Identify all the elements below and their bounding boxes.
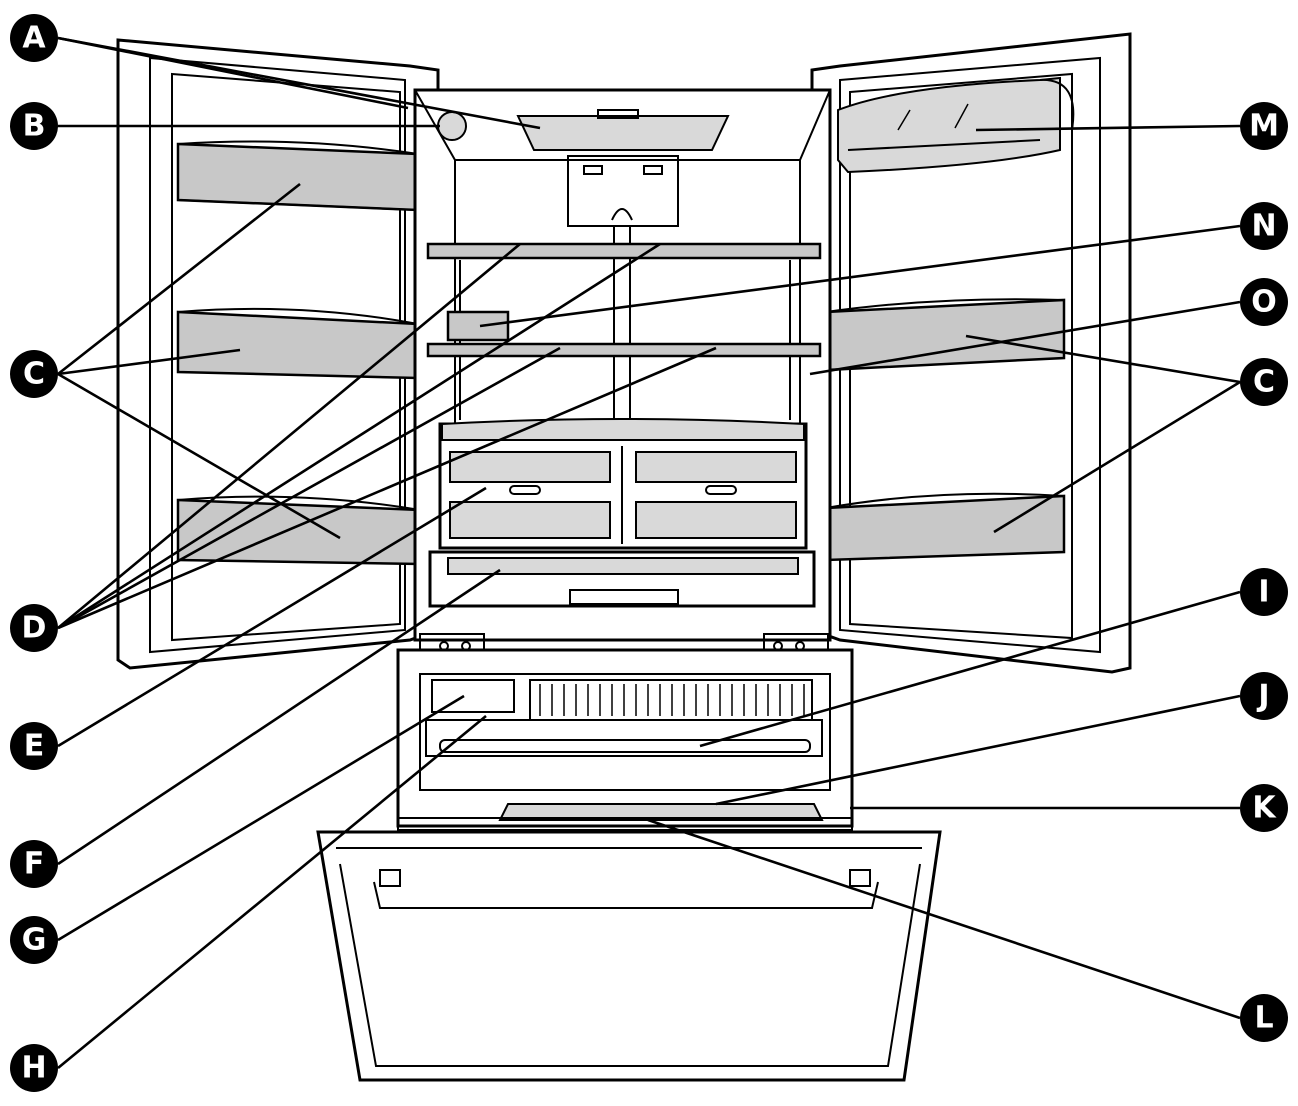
right-door — [758, 32, 1132, 674]
label-A: A — [10, 14, 58, 62]
freezer-shelf — [425, 719, 823, 757]
label-N: N — [1240, 202, 1288, 250]
label-I: I — [1240, 568, 1288, 616]
left-door-bin-top — [176, 140, 420, 212]
label-C-left: C — [10, 350, 58, 398]
label-G: G — [10, 916, 58, 964]
ice-maker — [431, 679, 515, 713]
label-G-text: G — [22, 923, 47, 958]
label-H-text: H — [21, 1051, 46, 1086]
label-C-right-text: C — [1253, 365, 1275, 400]
label-K-text: K — [1252, 791, 1277, 826]
label-E-text: E — [24, 729, 45, 764]
deli-drawer — [428, 550, 816, 608]
dairy-compartment — [837, 76, 1075, 174]
fresh-food-compartment — [413, 88, 832, 659]
label-M: M — [1240, 102, 1288, 150]
label-I-text: I — [1258, 575, 1269, 610]
label-A-text: A — [22, 21, 46, 56]
shelf-top — [426, 242, 822, 260]
label-M-text: M — [1249, 109, 1279, 144]
label-J: J — [1240, 672, 1288, 720]
label-L: L — [1240, 994, 1288, 1042]
shelf-middle — [426, 342, 822, 358]
freezer-compartment — [316, 648, 942, 1082]
crisper-drawers — [438, 418, 808, 550]
label-F-text: F — [24, 847, 45, 882]
right-door-bin-middle — [824, 298, 1066, 372]
label-C-right: C — [1240, 358, 1288, 406]
temperature-control — [437, 111, 467, 141]
label-H: H — [10, 1044, 58, 1092]
freezer-door — [316, 830, 942, 1082]
refrigerator-light — [516, 109, 730, 151]
left-door — [116, 38, 440, 670]
label-L-text: L — [1254, 1001, 1273, 1036]
label-J-text: J — [1256, 679, 1269, 714]
label-B: B — [10, 102, 58, 150]
label-O-text: O — [1251, 285, 1277, 320]
label-B-text: B — [23, 109, 46, 144]
label-D-text: D — [22, 611, 47, 646]
label-F: F — [10, 840, 58, 888]
label-O: O — [1240, 278, 1288, 326]
label-E: E — [10, 722, 58, 770]
label-N-text: N — [1251, 209, 1276, 244]
label-D: D — [10, 604, 58, 652]
label-K: K — [1240, 784, 1288, 832]
freezer-drawer-divider — [498, 803, 824, 821]
leader-lines — [57, 36, 1241, 1070]
snack-box — [446, 310, 510, 342]
label-C-left-text: C — [23, 357, 45, 392]
